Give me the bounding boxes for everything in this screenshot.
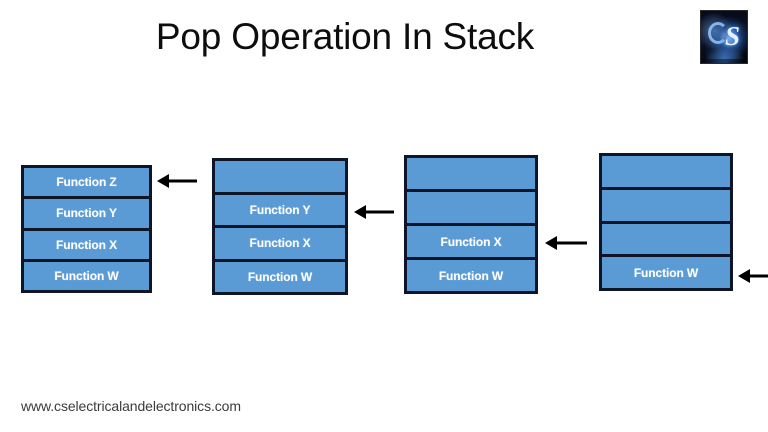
- stack-cell-empty: [407, 158, 535, 192]
- stack-cell-label: Function X: [440, 234, 502, 249]
- stack-cell: Function Z: [24, 168, 149, 200]
- stack-cell: Function W: [602, 257, 730, 288]
- stack-diagram-step-3: Function X Function W: [404, 155, 538, 294]
- stack-cell-label: Function X: [249, 236, 311, 251]
- stack-cell-label: Function W: [633, 265, 699, 280]
- stack-cell-label: Function W: [54, 268, 119, 283]
- stack-cell-empty: [407, 192, 535, 226]
- stack-cell-label: Function Y: [56, 206, 117, 221]
- stack-cell: Function X: [407, 226, 535, 260]
- arrow-head: [157, 174, 169, 188]
- stack-cell: Function W: [24, 261, 149, 290]
- stack-cell-label: Function Z: [56, 175, 117, 190]
- left-arrow-icon: [354, 205, 394, 219]
- left-arrow-icon: [738, 269, 768, 283]
- stack-cell: Function X: [215, 228, 345, 262]
- arrow-head: [354, 205, 366, 219]
- arrow-head: [545, 236, 557, 250]
- arrow-shaft: [364, 210, 394, 214]
- stack-cell-label: Function Y: [249, 202, 311, 217]
- arrow-head: [738, 269, 750, 283]
- stack-cell: Function Y: [24, 199, 149, 231]
- logo-c-icon: [708, 22, 728, 44]
- left-arrow-icon: [545, 236, 587, 250]
- stack-cell-empty: [215, 161, 345, 195]
- stack-cell: Function W: [407, 260, 535, 291]
- stack-cell: Function X: [24, 230, 149, 262]
- stack-diagram-step-4: Function W: [599, 153, 733, 291]
- arrow-shaft: [748, 274, 768, 278]
- stack-cell-empty: [602, 156, 730, 190]
- stack-cell-label: Function X: [56, 237, 117, 252]
- brand-logo: S: [700, 10, 748, 64]
- stack-diagram-step-2: Function Y Function X Function W: [212, 158, 348, 295]
- page-title: Pop Operation In Stack: [155, 16, 535, 57]
- arrow-shaft: [167, 179, 197, 183]
- stack-cell-label: Function W: [247, 269, 313, 284]
- arrow-shaft: [555, 241, 587, 245]
- stack-cell-empty: [602, 223, 730, 258]
- stack-cell: Function Y: [215, 194, 345, 228]
- logo-glow: [705, 47, 745, 59]
- stack-cell-empty: [602, 189, 730, 224]
- stack-cell-label: Function W: [438, 268, 504, 283]
- footer-website-url: www.cselectricalandelectronics.com: [21, 398, 241, 414]
- stack-cell: Function W: [215, 261, 345, 292]
- left-arrow-icon: [157, 174, 197, 188]
- stack-diagram-step-1: Function Z Function Y Function X Functio…: [21, 165, 152, 293]
- logo-s-letter: S: [725, 21, 741, 51]
